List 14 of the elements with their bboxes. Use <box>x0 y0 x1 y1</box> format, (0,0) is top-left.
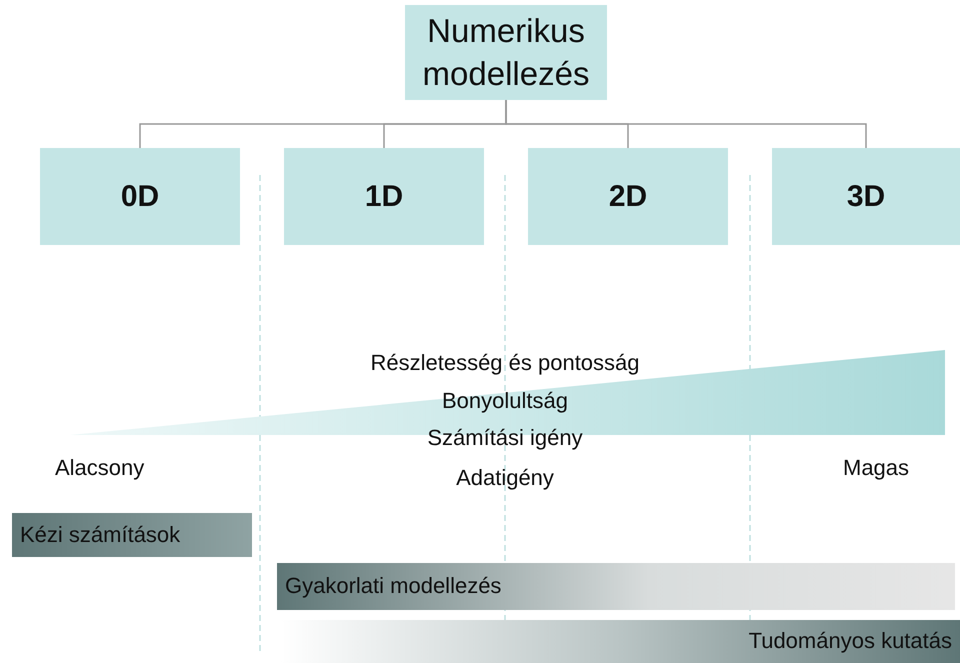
scale-label: Bonyolultság <box>442 388 568 414</box>
category-box: 0D <box>40 148 240 245</box>
root-box: Numerikus modellezés <box>405 5 607 100</box>
gradient-bar: Gyakorlati modellezés <box>277 563 955 610</box>
scale-end-label: Magas <box>843 455 910 481</box>
gradient-bar: Kézi számítások <box>12 513 252 557</box>
scale-end-label: Alacsony <box>55 455 144 481</box>
scale-label: Adatigény <box>456 465 554 491</box>
category-box: 3D <box>772 148 960 245</box>
category-box: 2D <box>528 148 728 245</box>
category-box: 1D <box>284 148 484 245</box>
connector-line <box>505 100 867 148</box>
scale-label: Részletesség és pontosság <box>370 350 640 376</box>
scale-label: Számítási igény <box>427 425 583 451</box>
